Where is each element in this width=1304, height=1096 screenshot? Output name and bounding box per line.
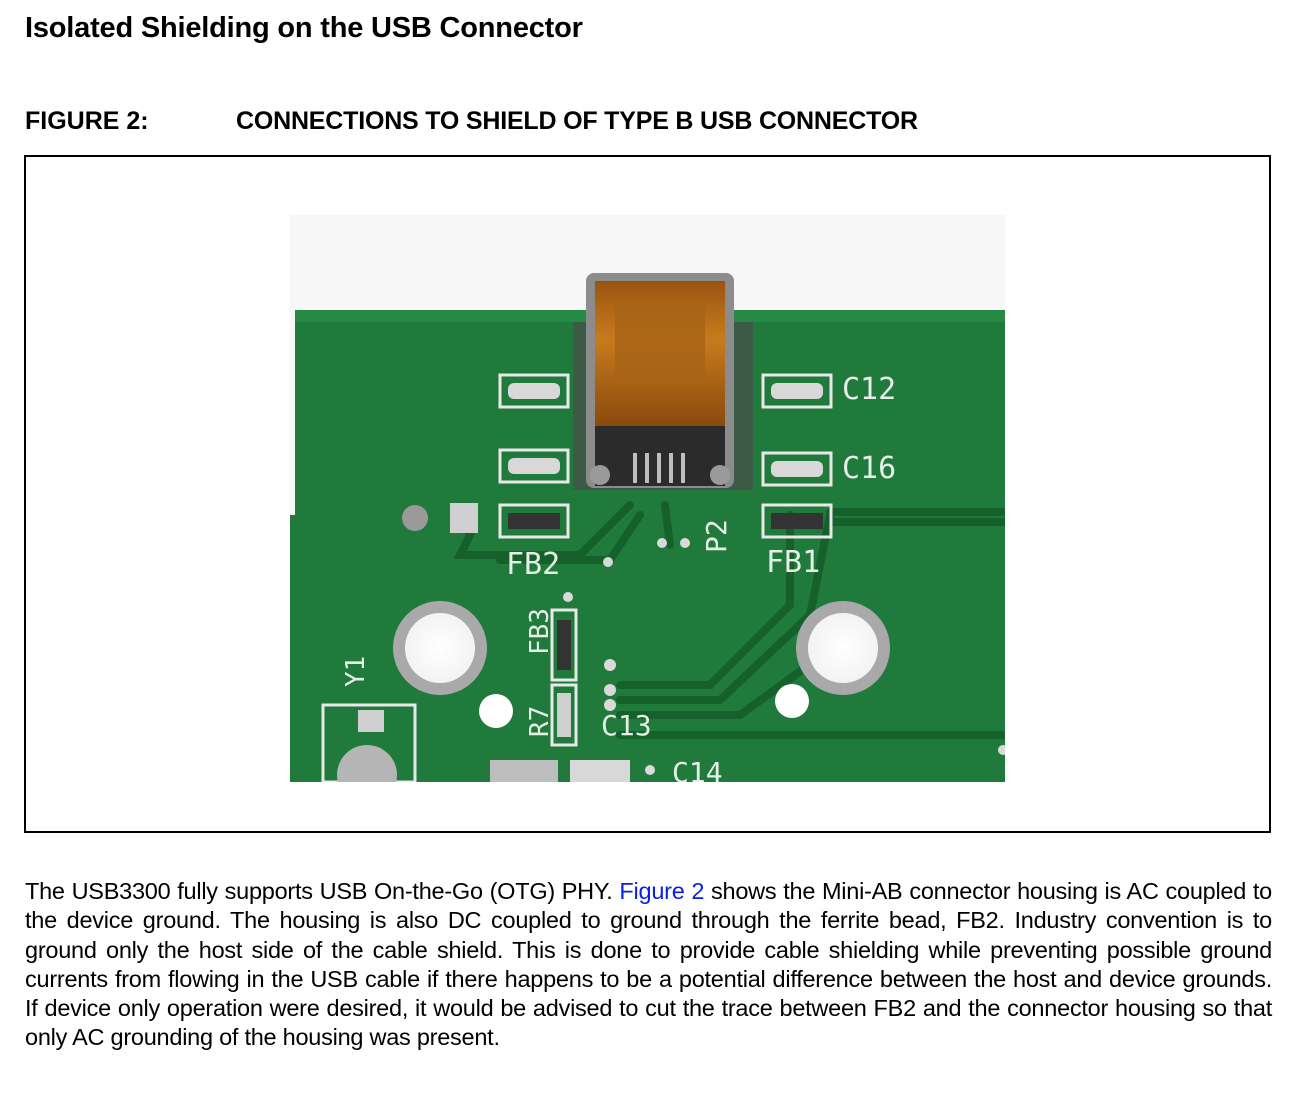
label-c16: C16 bbox=[842, 451, 896, 486]
body-paragraph: The USB3300 fully supports USB On-the-Go… bbox=[25, 877, 1272, 1053]
label-y1: Y1 bbox=[341, 656, 371, 687]
figure-label: FIGURE 2: bbox=[25, 107, 149, 135]
label-r7: R7 bbox=[525, 706, 555, 737]
paragraph-text-1: The USB3300 fully supports USB On-the-Go… bbox=[25, 878, 620, 904]
section-heading: Isolated Shielding on the USB Connector bbox=[25, 12, 583, 44]
figure-frame bbox=[24, 155, 1271, 833]
label-fb2: FB2 bbox=[506, 547, 560, 582]
usb-mini-ab-connector bbox=[573, 273, 753, 490]
label-c14: C14 bbox=[672, 756, 723, 782]
label-fb3: FB3 bbox=[525, 608, 555, 655]
smd-components bbox=[321, 373, 833, 782]
pcb-photo: C12 C16 FB1 FB2 C13 C14 P2 FB3 R7 Y1 bbox=[290, 215, 1005, 782]
mounting-hole-right bbox=[775, 601, 890, 718]
label-fb1: FB1 bbox=[766, 545, 820, 580]
figure-caption: CONNECTIONS TO SHIELD OF TYPE B USB CONN… bbox=[236, 107, 918, 135]
label-c13: C13 bbox=[601, 709, 652, 742]
label-p2: P2 bbox=[700, 519, 733, 553]
figure-2-link[interactable]: Figure 2 bbox=[619, 878, 705, 904]
paragraph-text-2: shows the Mini-AB connector housing is A… bbox=[25, 878, 1272, 1051]
mounting-hole-left bbox=[393, 601, 513, 728]
label-c12: C12 bbox=[842, 372, 896, 407]
